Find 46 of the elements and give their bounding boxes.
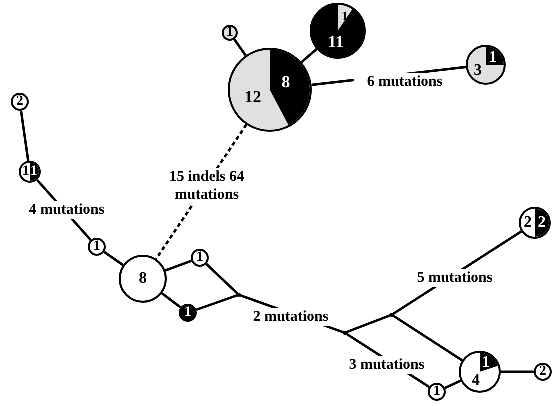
haplotype-count: 1 — [489, 50, 497, 66]
haplotype-count: 11 — [328, 34, 344, 50]
haplotype-count: 1 — [226, 26, 234, 40]
haplotype-circle — [519, 207, 551, 239]
haplotype-count: 1 — [482, 355, 490, 371]
junction-point — [343, 331, 347, 335]
connector-line — [344, 314, 392, 334]
haplotype-count: 8 — [139, 271, 147, 287]
haplotype-circle — [191, 249, 209, 267]
haplotype-count: 2 — [540, 365, 546, 379]
junction-point — [390, 313, 394, 317]
haplotype-count: 8 — [282, 74, 290, 90]
haplotype-count: 1 — [22, 165, 30, 179]
haplotype-count: 1 — [184, 306, 192, 320]
haplotype-circle — [466, 45, 506, 85]
haplotype-count: 3 — [474, 63, 482, 79]
haplotype-circle — [459, 351, 501, 393]
haplotype-circle — [222, 25, 238, 41]
haplotype-count: 1 — [196, 251, 204, 265]
connector-line — [234, 38, 247, 56]
haplotype-count: 4 — [472, 373, 480, 389]
connector-line — [391, 314, 464, 362]
haplotype-circle — [119, 255, 167, 303]
haplotype-count: 1 — [30, 165, 38, 179]
connector-line — [196, 294, 240, 312]
connector-line — [165, 260, 192, 272]
haplotype-count: 12 — [244, 88, 262, 106]
haplotype-circle — [534, 363, 552, 381]
haplotype-count: 2 — [538, 215, 546, 231]
haplotype-count: 2 — [16, 95, 24, 109]
haplotype-circle — [88, 238, 106, 256]
haplotype-circle — [19, 161, 41, 183]
haplotype-circle — [179, 304, 197, 322]
connector-line — [161, 292, 182, 309]
junction-point — [237, 293, 241, 297]
haplotype-circle — [428, 383, 446, 401]
haplotype-count: 2 — [524, 215, 532, 231]
haplotype-count: 1 — [94, 240, 100, 254]
haplotype-circle — [11, 93, 29, 111]
connector-line — [20, 110, 30, 162]
haplotype-count: 1 — [434, 385, 440, 399]
connector-line — [501, 370, 534, 374]
connector-line — [300, 48, 318, 64]
connector-line — [104, 251, 124, 266]
connector-line — [206, 263, 240, 296]
connector-line — [444, 380, 462, 390]
